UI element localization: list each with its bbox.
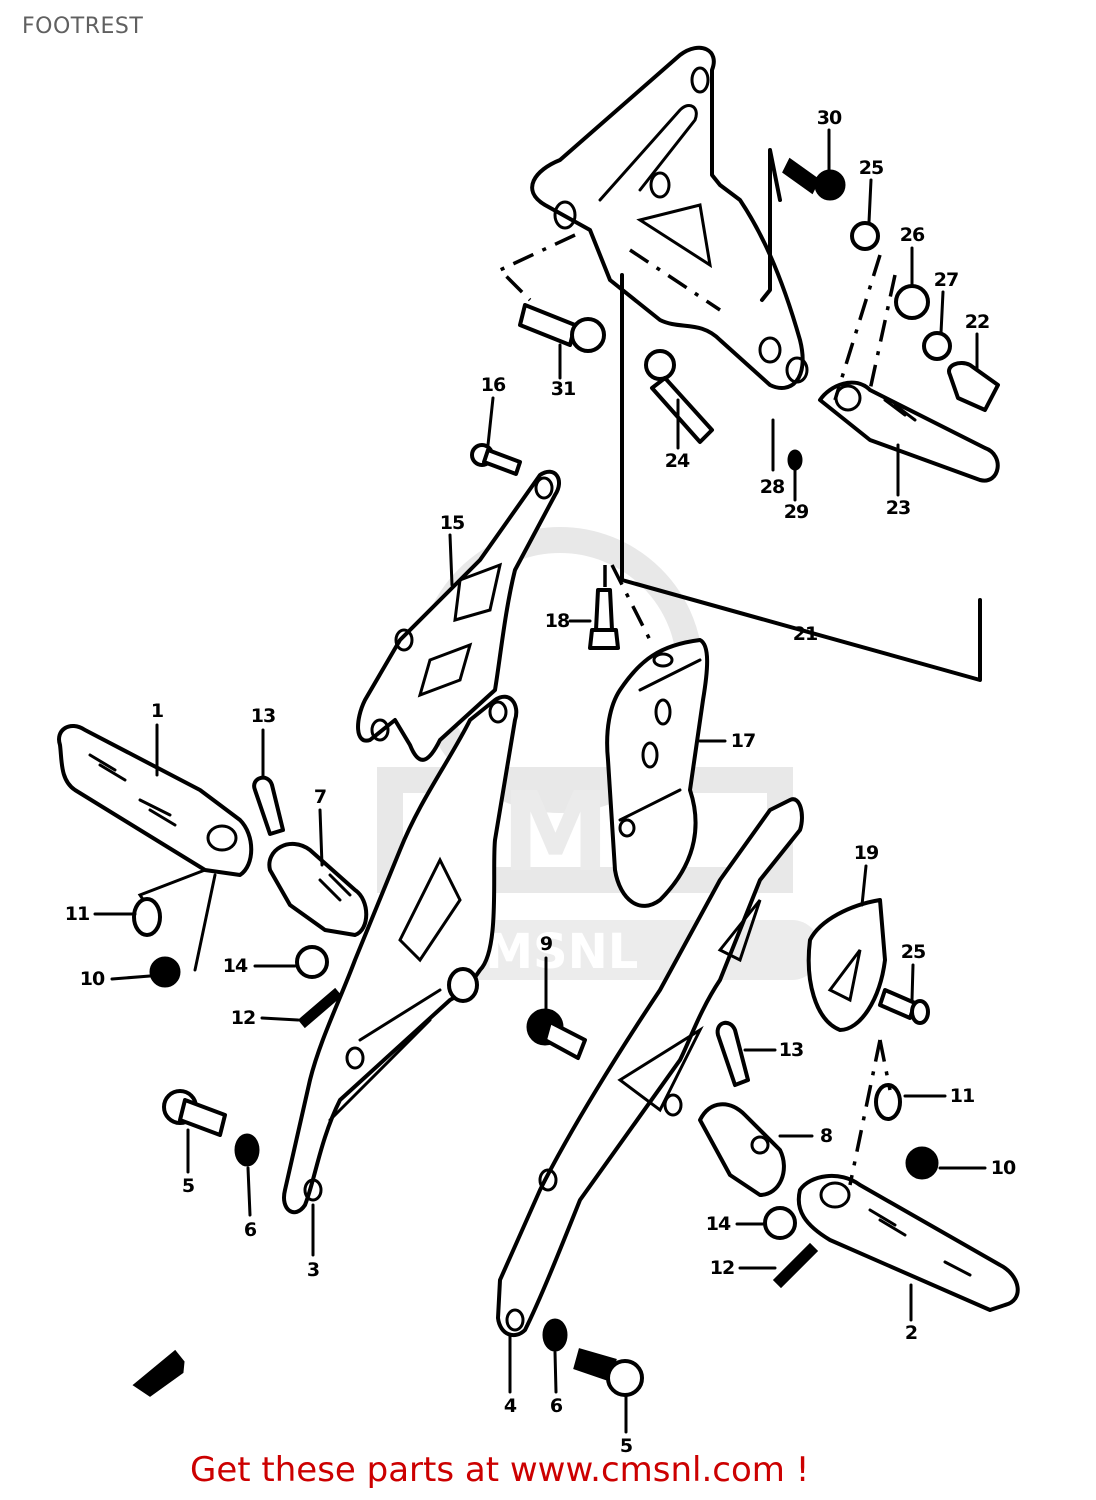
callout-c22: 22 (964, 311, 990, 333)
callout-c28: 28 (759, 476, 785, 498)
clip-29 (787, 449, 803, 471)
callout-c12a: 12 (230, 1007, 256, 1029)
heel-plate-19 (806, 864, 887, 1032)
callout-c6b: 6 (549, 1395, 563, 1417)
callout-c10a: 10 (79, 968, 105, 990)
callout-c25a: 25 (858, 157, 884, 179)
bolt-5-left (162, 1089, 227, 1174)
bolt-5-right (573, 1348, 644, 1434)
screw-25-right (878, 963, 930, 1025)
callout-c27: 27 (933, 269, 959, 291)
right-main-bracket-4 (496, 797, 804, 1394)
callout-c14a: 14 (222, 955, 248, 977)
clip-11-left (132, 897, 162, 937)
callout-c9: 9 (539, 933, 553, 955)
pin-13-left (252, 775, 285, 836)
callout-c11b: 11 (949, 1085, 975, 1107)
cmsnl-parts-link[interactable]: Get these parts at www.cmsnl.com ! (190, 1450, 810, 1490)
washer-6-left (234, 1133, 260, 1167)
callout-c11a: 11 (64, 903, 90, 925)
callout-c21: 21 (792, 623, 818, 645)
bolt-16 (470, 396, 522, 476)
washer-14-left (295, 945, 329, 979)
pin-12-left (297, 987, 343, 1029)
callout-c13a: 13 (250, 705, 276, 727)
bracket-15 (356, 469, 561, 762)
bolt-24 (644, 349, 714, 450)
washer-26 (894, 284, 930, 320)
rear-footpeg-23 (818, 380, 1000, 497)
callout-c4: 4 (503, 1395, 517, 1417)
small-clip-part (132, 1349, 185, 1397)
clip-11-right (874, 1083, 902, 1121)
bolt-9 (526, 956, 587, 1060)
callout-c29: 29 (783, 501, 809, 523)
callout-c19: 19 (853, 842, 879, 864)
callout-c17: 17 (730, 730, 756, 752)
right-footpeg-2 (796, 1173, 1020, 1322)
nut-22 (947, 361, 1000, 412)
pin-13-right (715, 1020, 750, 1087)
callout-c2: 2 (904, 1322, 918, 1344)
washer-6-right (542, 1318, 568, 1352)
callout-c24: 24 (664, 450, 690, 472)
callout-c15: 15 (439, 512, 465, 534)
bolt-31 (518, 303, 606, 380)
callout-c16: 16 (480, 374, 506, 396)
washer-27 (922, 331, 952, 361)
callout-c31: 31 (550, 378, 576, 400)
spring-10-right (905, 1146, 939, 1180)
callout-c12b: 12 (709, 1257, 735, 1279)
bolt-18 (568, 588, 620, 650)
callout-c14b: 14 (705, 1213, 731, 1235)
spring-10-left (149, 956, 181, 988)
left-footpeg-1 (57, 723, 254, 877)
pivot-7 (267, 808, 369, 937)
callout-c1: 1 (150, 700, 164, 722)
callout-c5b: 5 (619, 1435, 633, 1457)
pivot-8 (698, 1102, 814, 1197)
left-main-bracket-3 (282, 694, 519, 1257)
callout-c3: 3 (306, 1259, 320, 1281)
rear-footrest-bracket (496, 45, 982, 682)
callout-c30: 30 (816, 107, 842, 129)
callout-c8: 8 (819, 1125, 833, 1147)
callout-c5a: 5 (181, 1175, 195, 1197)
washer-14-right (763, 1206, 797, 1240)
callout-c25b: 25 (900, 941, 926, 963)
callout-c26: 26 (899, 224, 925, 246)
heat-guard-17 (605, 638, 727, 908)
callout-c7: 7 (313, 786, 327, 808)
washer-25 (850, 221, 880, 251)
callout-c10b: 10 (990, 1157, 1016, 1179)
callout-c18: 18 (544, 610, 570, 632)
pin-12-right (772, 1242, 819, 1289)
page-title: FOOTREST (22, 14, 144, 39)
bolt-30 (782, 128, 846, 201)
callout-c23: 23 (885, 497, 911, 519)
callout-c13b: 13 (778, 1039, 804, 1061)
callout-c6a: 6 (243, 1219, 257, 1241)
